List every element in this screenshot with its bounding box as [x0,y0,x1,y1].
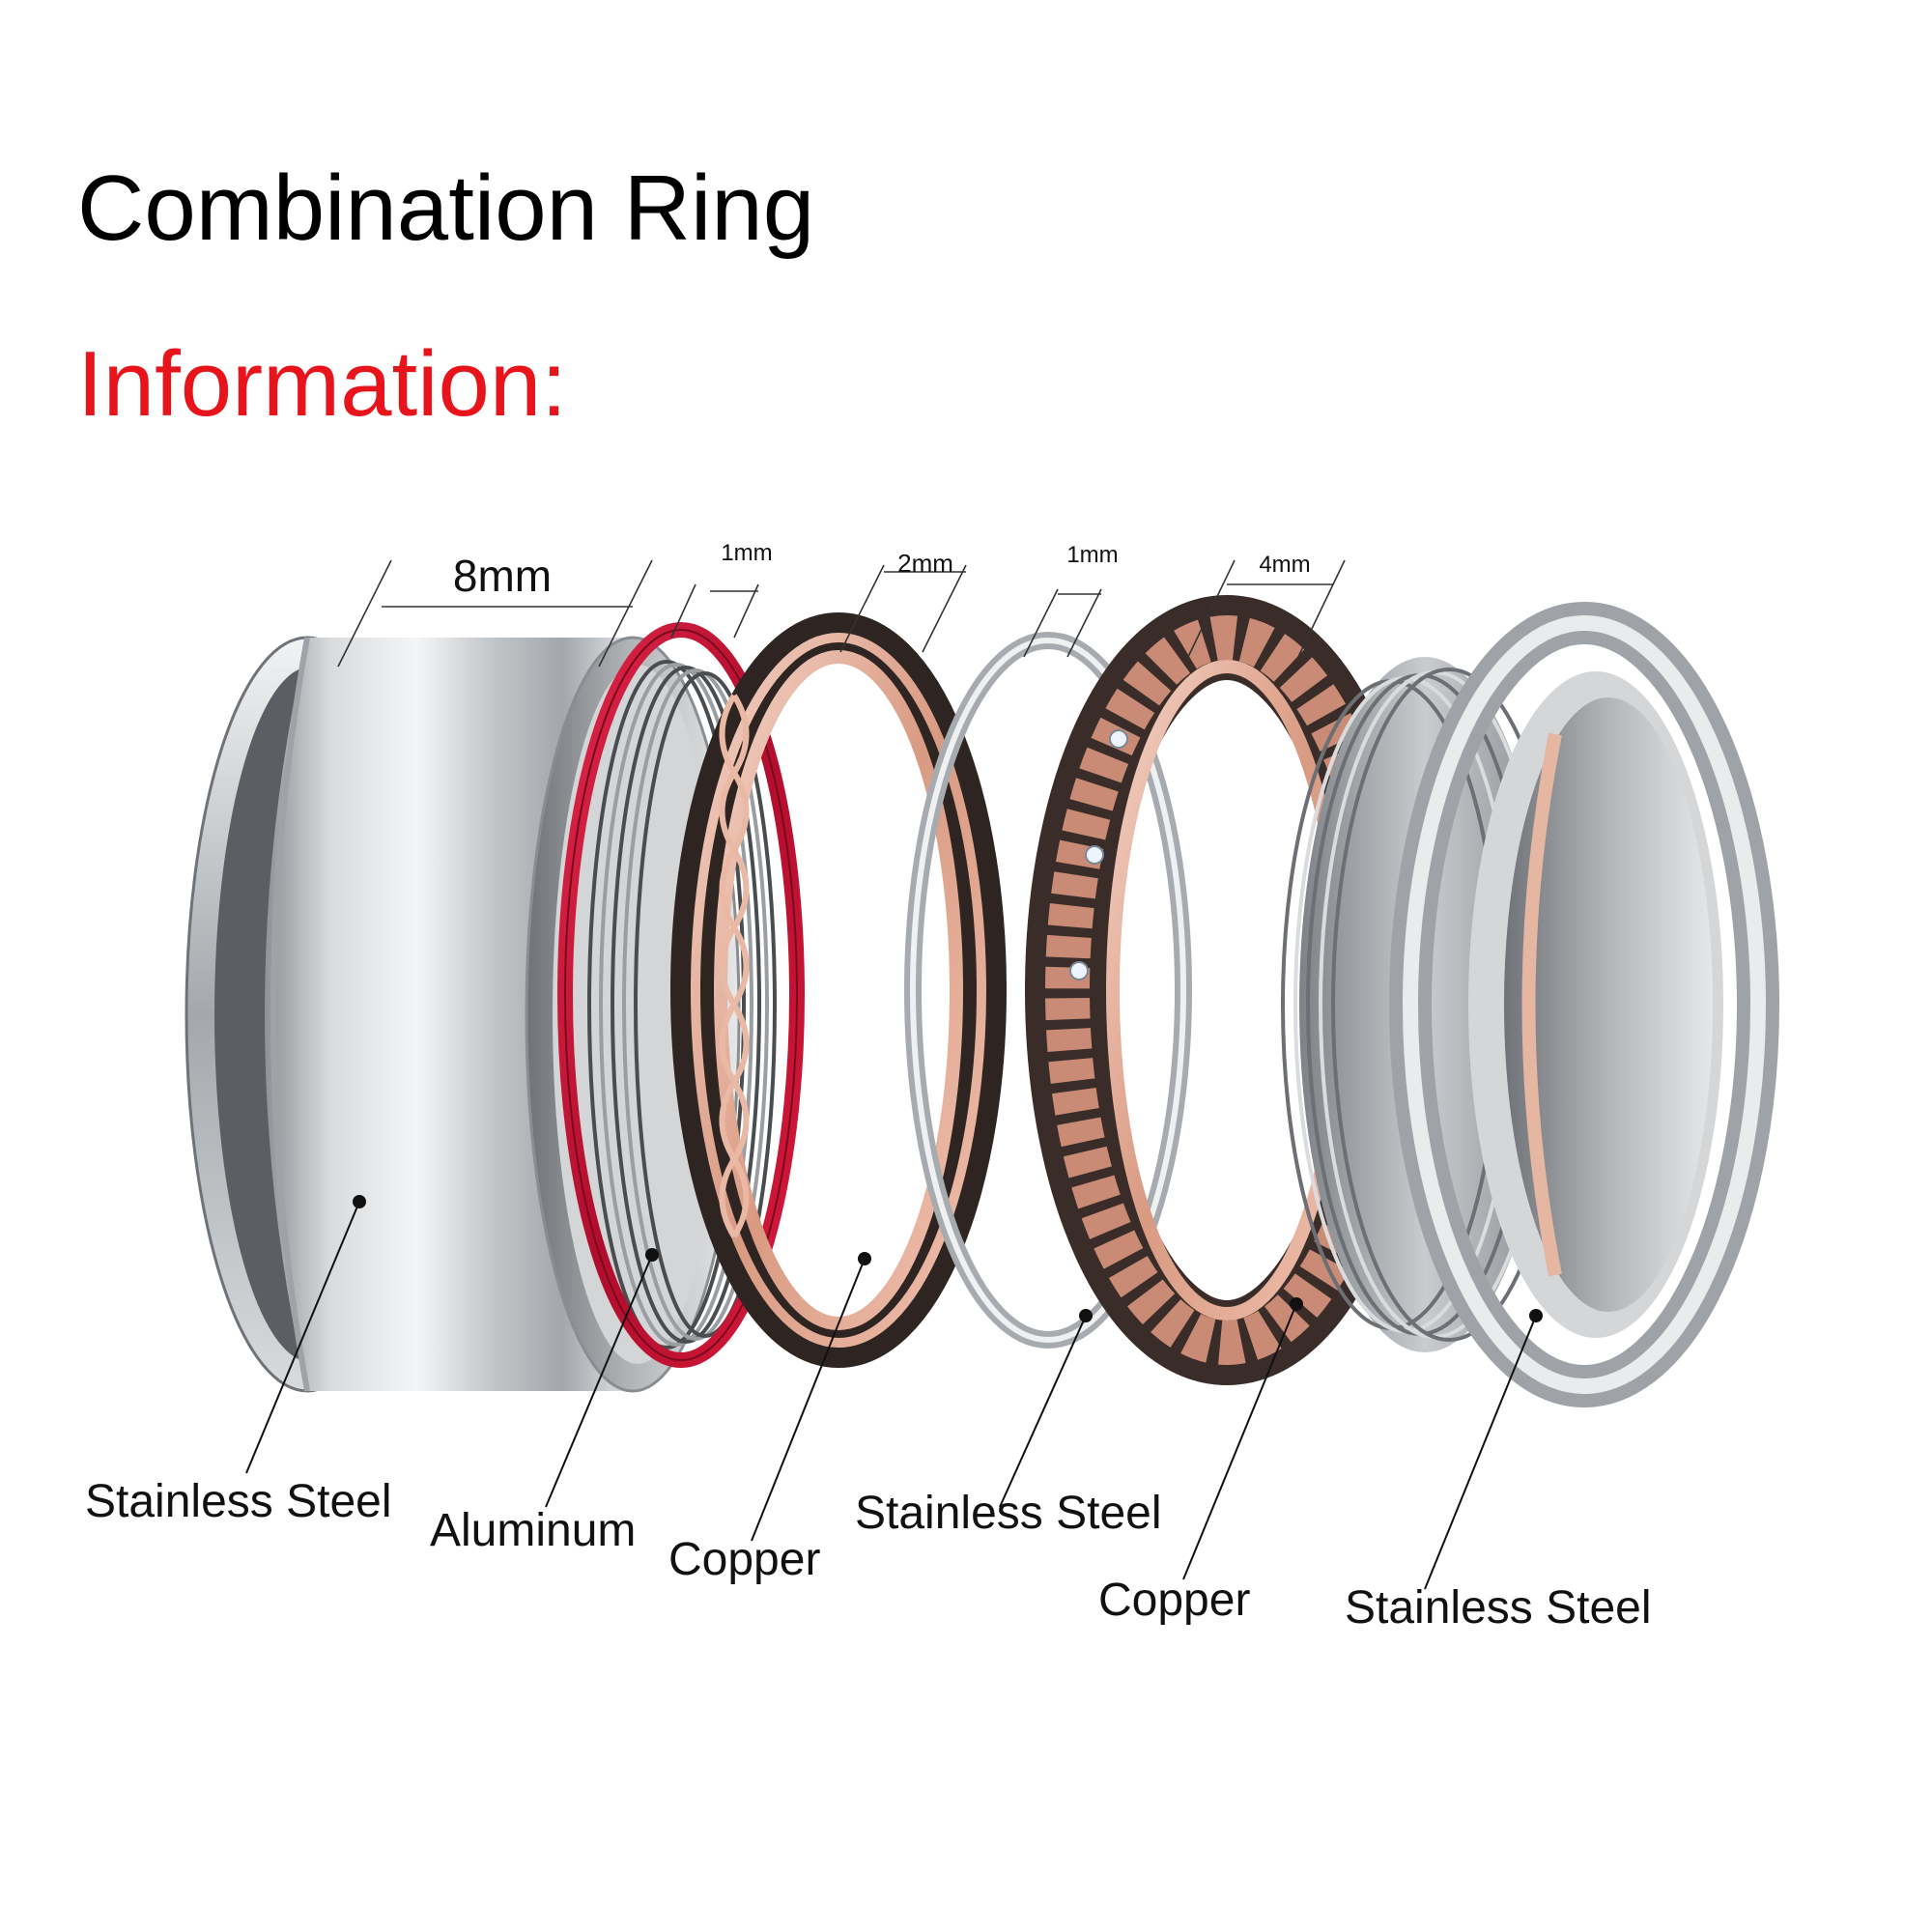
dimension-label-1mm-steel: 1mm [1066,542,1118,568]
label-stainless-steel-2: Stainless Steel [855,1488,1162,1539]
label-stainless-steel-1: Stainless Steel [85,1476,392,1527]
dimension-label-4mm: 4mm [1259,552,1310,578]
page-title: Combination Ring [77,156,815,260]
label-stainless-steel-3: Stainless Steel [1345,1582,1652,1634]
dimension-lines [337,559,1346,668]
dimension-label-2mm: 2mm [897,549,953,578]
thin-steel-ring [904,632,1192,1349]
dimension-label-8mm: 8mm [453,551,552,601]
label-copper-1: Copper [668,1534,820,1585]
grooved-aluminum-core [587,660,777,1350]
label-aluminum: Aluminum [430,1505,636,1556]
information-heading: Information: [77,332,567,436]
leader-lines [245,1195,1543,1590]
label-copper-2: Copper [1098,1575,1250,1626]
twist-copper-ring [670,612,1007,1368]
red-aluminum-ring [557,622,805,1368]
dimension-label-1mm-red: 1mm [721,540,772,566]
grooved-steel-ring [1281,602,1779,1407]
